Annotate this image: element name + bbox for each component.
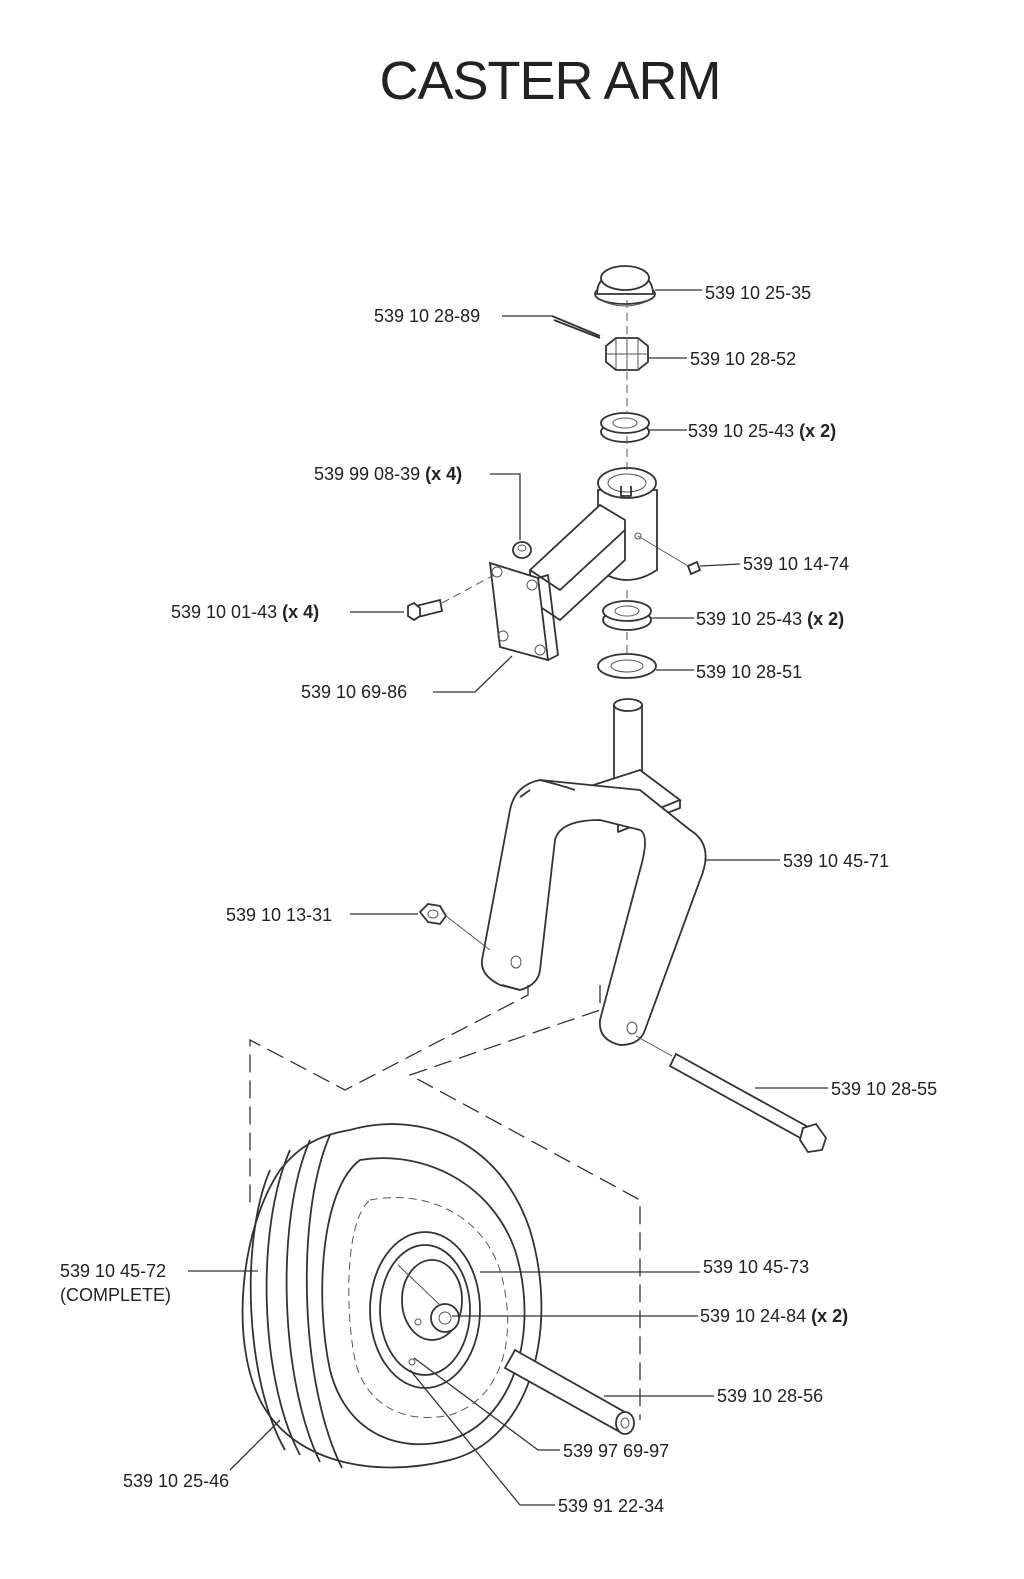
upper-bearing-drawing [600, 412, 650, 443]
arm-nut-drawing [512, 541, 532, 559]
label-cap: 539 10 25-35 [705, 283, 811, 303]
label-cotter-pin: 539 10 28-89 [374, 306, 480, 326]
spacer-tube-drawing [503, 1348, 635, 1435]
cap-drawing [594, 265, 656, 307]
label-spacer-tube: 539 10 28-56 [717, 1386, 823, 1406]
axle-bolt-drawing [635, 1035, 827, 1153]
label-axle-bolt: 539 10 28-55 [831, 1079, 937, 1099]
label-fitting: 539 91 22-34 [558, 1496, 664, 1516]
label-grease-fitting: 539 10 14-74 [743, 554, 849, 574]
castle-nut-drawing [605, 337, 649, 371]
label-wheel-complete: 539 10 45-72 [60, 1261, 166, 1281]
label-upper-bearing: 539 10 25-43 (x 2) [688, 421, 836, 441]
label-castle-nut: 539 10 28-52 [690, 349, 796, 369]
label-rim: 539 10 45-73 [703, 1257, 809, 1277]
arm-bolt-drawing [407, 574, 495, 622]
wheel-drawing [241, 1123, 543, 1469]
label-arm-bolt: 539 10 01-43 (x 4) [171, 602, 319, 622]
label-caster-arm: 539 10 69-86 [301, 682, 407, 702]
label-arm-nut: 539 99 08-39 (x 4) [314, 464, 462, 484]
label-wheel-complete-note: (COMPLETE) [60, 1285, 171, 1305]
label-tire: 539 10 25-46 [123, 1471, 229, 1491]
fork-nut-drawing [418, 903, 491, 951]
page-title: CASTER ARM [379, 51, 721, 111]
lower-bearing-drawing [602, 600, 652, 631]
label-fork-nut: 539 10 13-31 [226, 905, 332, 925]
label-lower-bearing: 539 10 25-43 (x 2) [696, 609, 844, 629]
seal-drawing [597, 653, 657, 679]
grease-fitting-drawing [637, 535, 702, 576]
label-valve: 539 97 69-97 [563, 1441, 669, 1461]
cotter-pin-drawing [551, 315, 601, 339]
label-fork: 539 10 45-71 [783, 851, 889, 871]
label-wheel-bearing: 539 10 24-84 (x 2) [700, 1306, 848, 1326]
label-seal: 539 10 28-51 [696, 662, 802, 682]
part-labels: 539 10 25-35 539 10 28-89 539 10 28-52 5… [60, 283, 937, 1516]
caster-arm-drawing [488, 467, 658, 662]
fork-drawing [480, 698, 707, 1046]
leader-lines [188, 289, 828, 1506]
